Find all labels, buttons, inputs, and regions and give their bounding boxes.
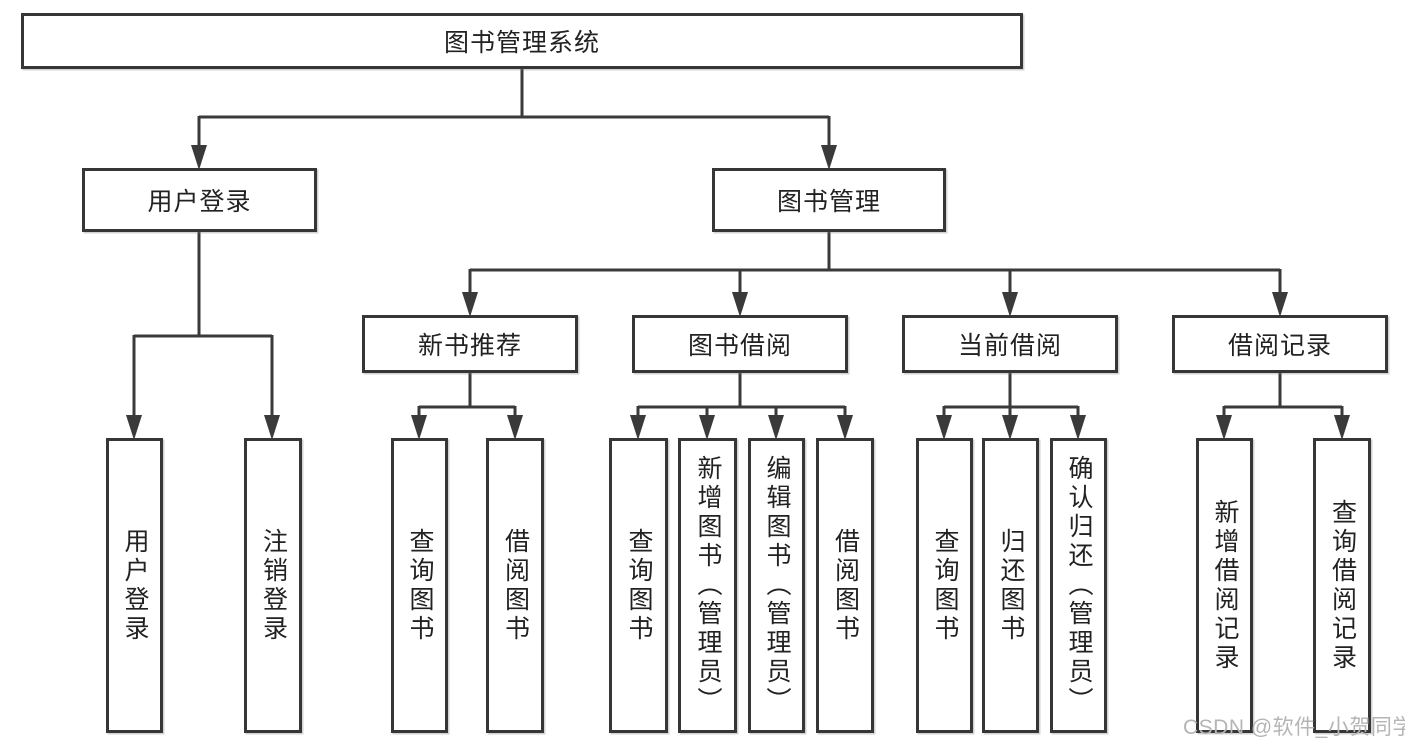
leaf-borrow-books-borrowing: 借阅图书 (816, 438, 874, 733)
node-user-login: 用户登录 (82, 168, 317, 232)
leaf-add-books-admin: 新增图书（管理员） (678, 438, 737, 733)
node-book-management: 图书管理 (712, 168, 946, 232)
node-library-management-system: 图书管理系统 (21, 13, 1023, 69)
node-new-book-recommend: 新书推荐 (362, 315, 578, 373)
leaf-query-books-recommend: 查询图书 (391, 438, 448, 733)
leaf-return-books: 归还图书 (982, 438, 1039, 733)
leaf-logout-login: 注销登录 (244, 438, 302, 733)
node-borrowing-records: 借阅记录 (1172, 315, 1388, 373)
node-current-borrowing: 当前借阅 (902, 315, 1118, 373)
leaf-borrow-books-recommend: 借阅图书 (486, 438, 544, 733)
leaf-add-borrow-record: 新增借阅记录 (1196, 438, 1253, 733)
leaf-query-books-borrowing: 查询图书 (609, 438, 668, 733)
arrowheads (126, 145, 1350, 440)
leaf-query-borrow-record: 查询借阅记录 (1313, 438, 1371, 733)
node-book-borrowing: 图书借阅 (632, 315, 848, 373)
leaf-confirm-return-admin: 确认归还（管理员） (1050, 438, 1107, 733)
watermark-text: CSDN @软件_小贺同学 (1183, 716, 1405, 739)
leaf-user-login: 用户登录 (106, 438, 163, 733)
leaf-query-books-current: 查询图书 (916, 438, 973, 733)
leaf-edit-books-admin: 编辑图书（管理员） (748, 438, 805, 733)
